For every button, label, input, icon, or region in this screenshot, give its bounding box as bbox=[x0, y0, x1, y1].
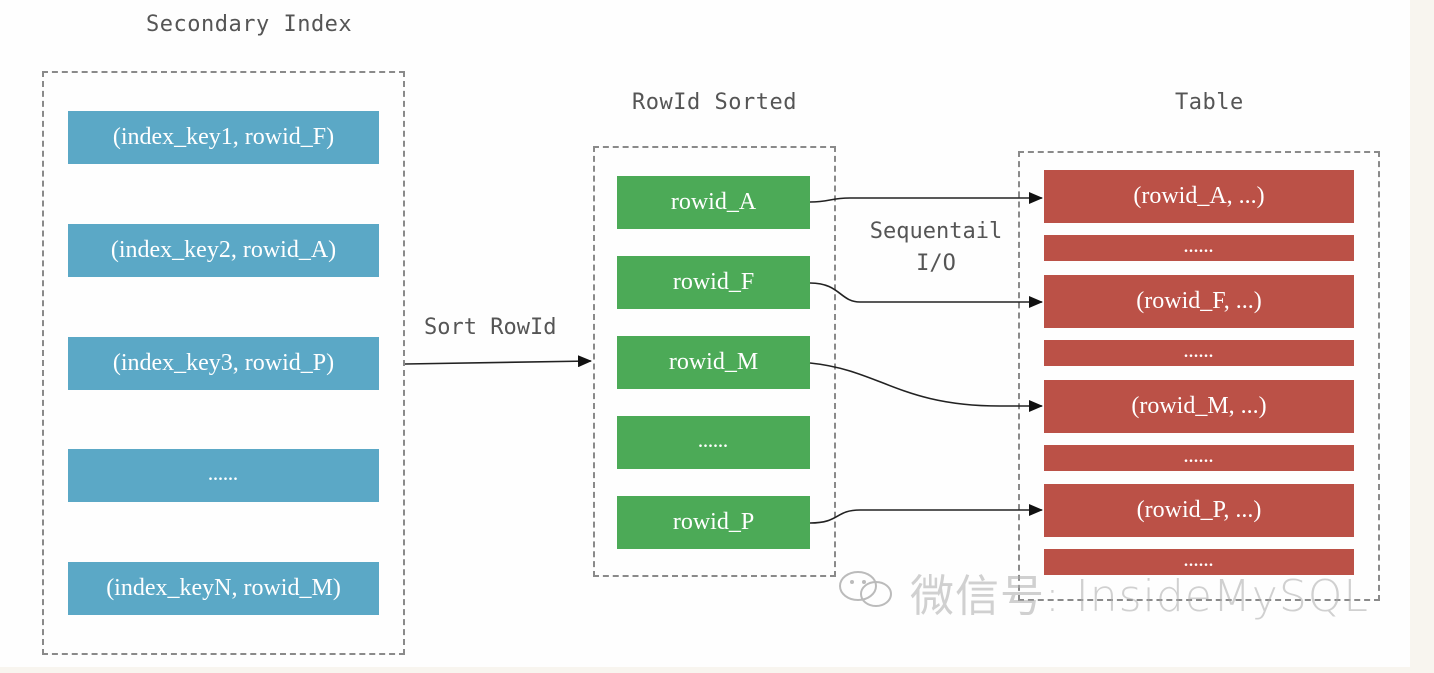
index-entry: (index_key1, rowid_F) bbox=[68, 111, 379, 164]
table-row-ellipsis: ...... bbox=[1044, 340, 1354, 366]
table-title: Table bbox=[1175, 90, 1244, 115]
sequential-io-label: Sequentail I/O bbox=[862, 216, 1010, 280]
table-row-ellipsis: ...... bbox=[1044, 549, 1354, 575]
watermark-text: 微信号: InsideMySQL bbox=[910, 571, 1369, 622]
table-row-ellipsis: ...... bbox=[1044, 235, 1354, 261]
sorted-rowid: rowid_F bbox=[617, 256, 810, 309]
table-row-ellipsis: ...... bbox=[1044, 445, 1354, 471]
index-entry: (index_key2, rowid_A) bbox=[68, 224, 379, 277]
table-row: (rowid_M, ...) bbox=[1044, 380, 1354, 433]
diagram-canvas: Secondary Index RowId Sorted Table (inde… bbox=[0, 0, 1410, 667]
io-arrow-m bbox=[809, 362, 1043, 412]
index-entry: (index_keyN, rowid_M) bbox=[68, 562, 379, 615]
sorted-rowid: rowid_P bbox=[617, 496, 810, 549]
rowid-sorted-title: RowId Sorted bbox=[632, 90, 797, 115]
io-arrow-a bbox=[809, 192, 1043, 204]
sort-rowid-label: Sort RowId bbox=[424, 315, 557, 340]
sorted-rowid: rowid_M bbox=[617, 336, 810, 389]
sort-arrow bbox=[404, 355, 592, 368]
sequential-io-line1: Sequentail bbox=[869, 219, 1003, 244]
sorted-rowid-ellipsis: ...... bbox=[617, 416, 810, 469]
table-row: (rowid_P, ...) bbox=[1044, 484, 1354, 537]
index-entry-ellipsis: ...... bbox=[68, 449, 379, 502]
secondary-index-group bbox=[42, 71, 405, 655]
sequential-io-line2: I/O bbox=[916, 251, 956, 276]
table-row: (rowid_A, ...) bbox=[1044, 170, 1354, 223]
io-arrow-f bbox=[809, 282, 1043, 308]
secondary-index-title: Secondary Index bbox=[146, 12, 353, 37]
io-arrow-p bbox=[809, 504, 1043, 524]
sorted-rowid: rowid_A bbox=[617, 176, 810, 229]
wechat-icon bbox=[839, 571, 892, 607]
index-entry: (index_key3, rowid_P) bbox=[68, 337, 379, 390]
rowid-sorted-group bbox=[593, 146, 836, 577]
table-row: (rowid_F, ...) bbox=[1044, 275, 1354, 328]
